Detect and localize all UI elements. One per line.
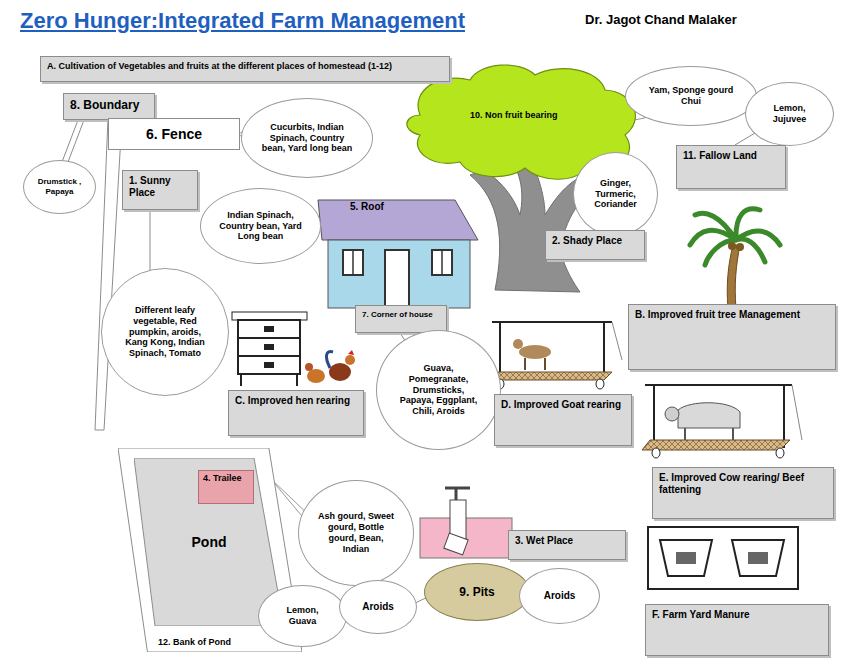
author-name: Dr. Jagot Chand Malaker (585, 12, 737, 27)
pond-shape: Pond 4. Trailee (134, 458, 284, 626)
node-text: Lemon, Guava (272, 605, 333, 627)
label-box: B. Improved fruit tree Management (628, 304, 836, 370)
label-box: F. Farm Yard Manure (645, 604, 829, 656)
node-text: F. Farm Yard Manure (652, 609, 750, 621)
callout-ellipse: Yam, Sponge gourd Chui (625, 66, 757, 126)
callout-ellipse: Ginger, Turmeric, Coriander (573, 152, 658, 236)
callout-ellipse: 9. Pits (424, 563, 530, 621)
node-text: Cucurbits, Indian Spinach, Country bean,… (261, 122, 354, 154)
callout-ellipse: Different leafy vegetable, Red pumpkin, … (101, 268, 229, 396)
node-text: Drumstick , Papaya (35, 177, 84, 196)
callout-ellipse: Lemon, Jujuvee (745, 82, 834, 146)
callout-ellipse: Aroids (339, 580, 417, 634)
label-box: 6. Fence (108, 118, 240, 150)
node-text: 8. Boundary (70, 98, 139, 112)
node-text: Pond (192, 534, 227, 551)
node-text: 9. Pits (440, 585, 514, 599)
node-text: Guava, Pomegranate, Drumsticks, Papaya, … (395, 363, 483, 417)
node-text: 6. Fence (146, 126, 202, 143)
label-box: 4. Trailee (198, 470, 254, 504)
callout-ellipse: Aroids (519, 568, 600, 624)
callout-ellipse: Lemon, Guava (258, 585, 347, 647)
callout-ellipse: Indian Spinach, Country bean, Yard Long … (200, 188, 321, 264)
label-box: C. Improved hen rearing (228, 390, 364, 436)
node-text: E. Improved Cow rearing/ Beef fattening (659, 472, 827, 496)
node-text: 7. Corner of house (362, 310, 433, 320)
node-text: 11. Fallow Land (683, 150, 757, 162)
callout-ellipse: Drumstick , Papaya (23, 160, 96, 214)
node-text: Aroids (352, 601, 405, 613)
callout-ellipse: Guava, Pomegranate, Drumsticks, Papaya, … (376, 330, 501, 450)
label-box: 7. Corner of house (355, 305, 447, 333)
node-text: 1. Sunny Place (129, 175, 191, 199)
node-text: Ginger, Turmeric, Coriander (587, 178, 645, 210)
label-box: 3. Wet Place (508, 530, 626, 560)
node-text: Yam, Sponge gourd Chui (645, 85, 738, 107)
node-text: Ash gourd, Sweet gourd, Bottle gourd, Be… (316, 511, 397, 554)
label-box: 8. Boundary (63, 93, 155, 120)
label-box: 1. Sunny Place (122, 170, 198, 210)
node-text: 2. Shady Place (552, 235, 622, 247)
node-text: 12. Bank of Pond (158, 637, 231, 648)
label-box: 11. Fallow Land (676, 145, 786, 189)
node-text: C. Improved hen rearing (235, 395, 350, 407)
node-text: D. Improved Goat rearing (501, 399, 621, 411)
node-text: Aroids (532, 590, 587, 602)
node-text: Different leafy vegetable, Red pumpkin, … (120, 305, 210, 359)
label-box: 2. Shady Place (545, 230, 645, 260)
label-box: E. Improved Cow rearing/ Beef fattening (652, 467, 834, 519)
node-text: Indian Spinach, Country bean, Yard Long … (218, 210, 303, 242)
title: Zero Hunger:Integrated Farm Management (20, 8, 465, 34)
callout-ellipse: Ash gourd, Sweet gourd, Bottle gourd, Be… (298, 480, 414, 586)
roof-label: 5. Roof (350, 201, 384, 212)
callout-ellipse: Cucurbits, Indian Spinach, Country bean,… (241, 98, 373, 178)
node-text: Lemon, Jujuvee (759, 103, 820, 125)
tree-label: 10. Non fruit bearing (470, 110, 558, 120)
node-text: 4. Trailee (203, 473, 242, 484)
node-text: 3. Wet Place (515, 535, 573, 547)
label-box: D. Improved Goat rearing (494, 394, 632, 446)
label-box: A. Cultivation of Vegetables and fruits … (40, 56, 450, 82)
node-text: B. Improved fruit tree Management (635, 309, 800, 321)
node-text: A. Cultivation of Vegetables and fruits … (47, 61, 392, 72)
